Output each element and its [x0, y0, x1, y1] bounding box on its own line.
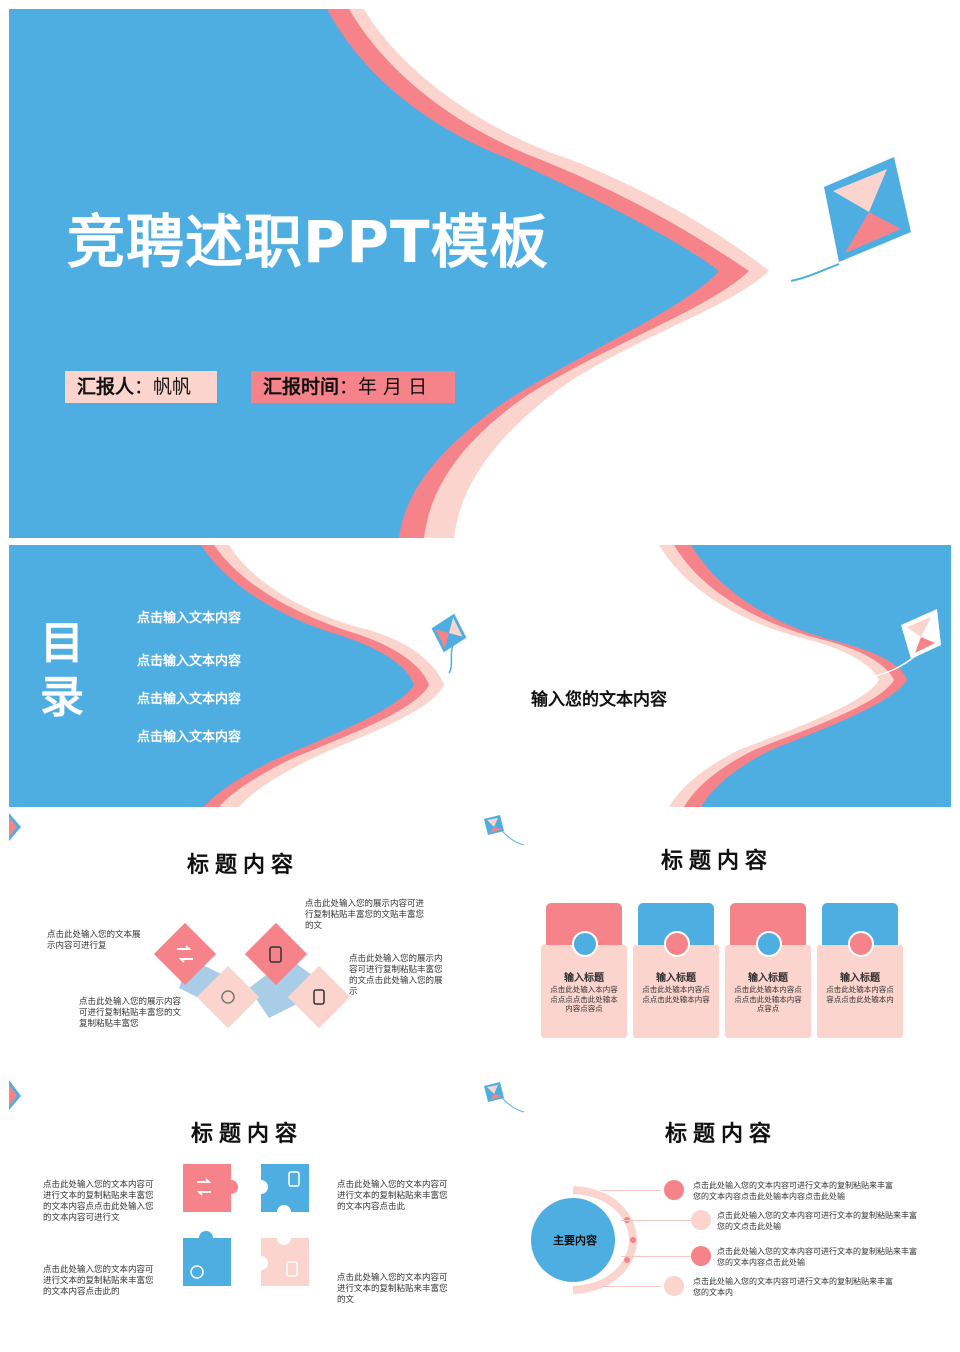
card-text: 点击此处输本内容点点点击此处输本内容点容点: [734, 985, 802, 1013]
hub-diagram: [531, 1180, 711, 1296]
card-title: 输入标题: [748, 973, 788, 984]
hub-item-text: 点击此处输入您的文本内容可进行文本的复制粘贴来丰富您的文本内容点击此处输本内容点…: [693, 1181, 893, 1201]
toc-item[interactable]: 点击输入文本内容: [137, 654, 242, 669]
card-body: [817, 945, 903, 1038]
refresh-icon: [664, 931, 690, 957]
report-time-value: ：年 月 日: [339, 376, 428, 398]
kite-icon: [824, 157, 911, 262]
toc-kite-icon: [431, 613, 467, 653]
card-text: 点击此处输本内容点点点击此处输本内容: [642, 985, 710, 1004]
content-slide-diamonds: 标题内容 点击此处输入您的展示内容可进行复制粘贴丰富您的文贴丰富您的文 点击此处…: [9, 813, 479, 1073]
connector-line: [621, 1220, 691, 1221]
slide-heading: 标题内容: [191, 1122, 304, 1147]
toc-item[interactable]: 点击输入文本内容: [137, 730, 242, 745]
slide-heading: 标题内容: [665, 1122, 778, 1147]
toc-item[interactable]: 点击输入文本内容: [137, 611, 242, 626]
connector-line: [601, 1286, 661, 1287]
text-block: 点击此处输入您的文本内容可进行文本的复制粘贴来丰富您的文本内容点击此的: [43, 1265, 154, 1297]
text-block: 点击此处输入您的文本内容可进行文本的复制粘贴来丰富您的文本内容点点击此处输入您的…: [43, 1180, 154, 1223]
card-body: [541, 945, 627, 1038]
text-block: 点击此处输入您的展示内容可进行复制粘贴丰富您的文点击此处输入您的展示: [349, 954, 443, 997]
content-slide-cards: 标题内容 输入标题 点击此处输入本内容点点点点击此处输本内容点容点 输入标题 点…: [481, 813, 951, 1073]
report-time-tag: 汇报时间：年 月 日: [251, 371, 455, 403]
card-text: 点击此处输本内容点容点点击此处输本内: [826, 985, 894, 1004]
card-title: 输入标题: [564, 973, 604, 984]
section-text: 输入您的文本内容: [531, 690, 667, 710]
connector-line: [601, 1190, 661, 1191]
circle-icon: [572, 931, 598, 957]
toc-title-char-2: 录: [40, 672, 84, 723]
content-slide-puzzle: 标题内容 点击此处输入您的文本内容可进行文本的复制粘贴来丰富您的文本内容点点击此…: [9, 1080, 479, 1345]
cover-title: 竞聘述职PPT模板: [67, 208, 549, 276]
toc-slide: 目 录 点击输入文本内容 点击输入文本内容 点击输入文本内容 点击输入文本内容 …: [9, 545, 951, 807]
feature-card[interactable]: 输入标题 点击此处输本内容点点点击此处输本内容点容点: [725, 903, 811, 1038]
corner-decoration: [9, 813, 21, 841]
cover-background: [9, 9, 951, 538]
hub-item-text: 点击此处输入您的文本内容可进行文本的复制粘贴来丰富您的文本内容点击此处输: [717, 1247, 917, 1267]
reporter-tag: 汇报人：帆帆: [65, 371, 217, 403]
reporter-value: ：帆帆: [134, 376, 192, 398]
small-kite-icon: [484, 815, 525, 846]
toc-kite-icon-right: [901, 609, 941, 659]
content-slide-hub: 标题内容 主要内容 点击此处输入您的文本内容可进行文本的复制粘贴来丰富您的文本内…: [481, 1080, 951, 1345]
hub-item-text: 点击此处输入您的文本内容可进行文本的复制粘贴来丰富您的文本内: [693, 1277, 893, 1297]
card-body: [725, 945, 811, 1038]
puzzle-diagram: [183, 1164, 309, 1286]
cover-slide: 竞聘述职PPT模板 汇报人：帆帆 汇报时间：年 月 日: [9, 9, 951, 538]
feature-card[interactable]: 输入标题 点击此处输入本内容点点点点击此处输本内容点容点: [541, 903, 627, 1038]
card-title: 输入标题: [840, 973, 880, 984]
corner-decoration: [9, 1080, 21, 1110]
hub-item-text: 点击此处输入您的文本内容可进行文本的复制粘贴来丰富您的文点击此处输: [717, 1211, 917, 1231]
toc-item[interactable]: 点击输入文本内容: [137, 692, 242, 707]
feature-card[interactable]: 输入标题 点击此处输本内容点点点击此处输本内容: [633, 903, 719, 1038]
phone-icon: [756, 931, 782, 957]
slide-heading: 标题内容: [187, 853, 300, 878]
connector-line: [621, 1256, 691, 1257]
card-body: [633, 945, 719, 1038]
toc-title: 目 录: [37, 617, 87, 725]
small-kite-icon: [484, 1082, 525, 1113]
slide-heading: 标题内容: [661, 849, 774, 874]
text-block: 点击此处输入您的展示内容可进行复制粘贴丰富您的文复制粘贴丰富您: [79, 997, 182, 1029]
diamond-diagram: [153, 922, 351, 1029]
text-block: 点击此处输入您的文本内容可进行文本的复制粘贴来丰富您的文本内容点击此: [337, 1180, 448, 1212]
report-time-label: 汇报时间: [263, 376, 340, 398]
tablet-icon: [848, 931, 874, 957]
text-block: 点击此处输入您的文本展示内容可进行复: [47, 930, 141, 951]
text-block: 点击此处输入您的展示内容可进行复制粘贴丰富您的文贴丰富您的文: [305, 899, 425, 931]
reporter-label: 汇报人: [77, 376, 135, 398]
card-title: 输入标题: [656, 973, 696, 984]
toc-title-char-1: 目: [40, 618, 84, 669]
card-text: 点击此处输入本内容点点点点击此处输本内容点容点: [550, 985, 618, 1013]
feature-card[interactable]: 输入标题 点击此处输本内容点容点点击此处输本内: [817, 903, 903, 1038]
text-block: 点击此处输入您的文本内容可进行文本的复制粘贴来丰富您的文: [337, 1273, 448, 1305]
toc-background: [9, 545, 951, 807]
hub-center-label: 主要内容: [553, 1234, 597, 1247]
